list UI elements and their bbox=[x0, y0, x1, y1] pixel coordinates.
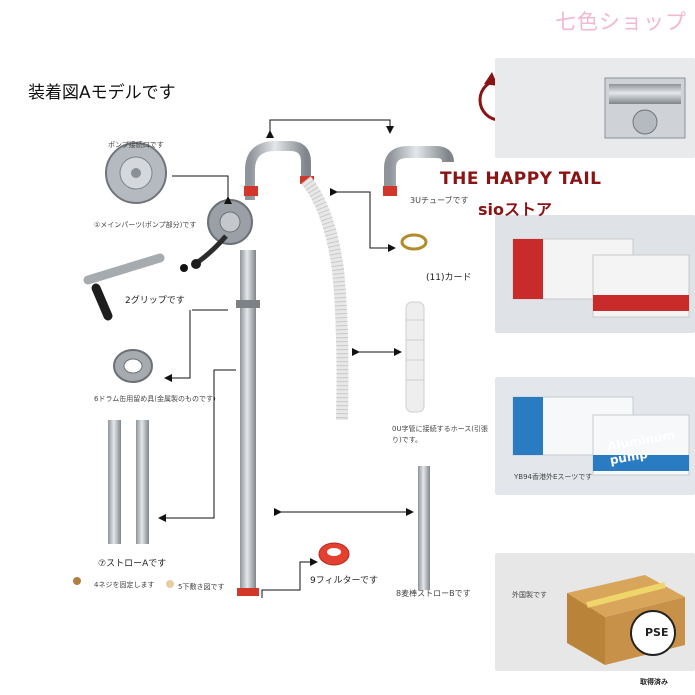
store-name-jp: sioストア bbox=[478, 200, 553, 219]
certified-label: 取得済み bbox=[640, 678, 668, 686]
connector-arrows bbox=[158, 119, 414, 598]
carton-caption: 外国製です bbox=[512, 591, 547, 599]
label-filter: 9フィルターです bbox=[310, 576, 379, 586]
label-straw-a: ⑦ストローAです bbox=[98, 559, 167, 569]
screw-parts bbox=[73, 577, 174, 588]
assembled-pump bbox=[191, 141, 349, 596]
label-screw-washer: 5下敷き図です bbox=[178, 583, 225, 591]
label-hose: 0U字管に接続するホース(引張り)です。 bbox=[392, 425, 488, 444]
hose-part bbox=[405, 301, 425, 413]
filter-part bbox=[318, 542, 350, 566]
label-drum-fitting: 6ドラム缶用留め具(金属製のものです) bbox=[94, 395, 216, 403]
pump-pipe bbox=[240, 250, 256, 590]
product-photo-box-red bbox=[495, 215, 695, 333]
grip-part bbox=[83, 253, 188, 321]
straw-a-part bbox=[108, 420, 149, 544]
pump-connection-part bbox=[105, 142, 167, 204]
box-caption: YB94香港外Eスーツです bbox=[514, 473, 593, 481]
product-photo-carton bbox=[495, 553, 695, 671]
straw-b-part bbox=[418, 466, 430, 590]
label-grip: 2グリップです bbox=[125, 296, 185, 306]
label-straw-b: 8麦棒ストローBです bbox=[396, 589, 471, 598]
drum-fitting-part bbox=[113, 349, 153, 383]
product-photo-pump bbox=[495, 58, 695, 158]
label-screw-fix: 4ネジを固定します bbox=[94, 581, 155, 589]
label-pump-connection: ポンプ接続口です bbox=[108, 141, 164, 149]
page-title: 装着図Aモデルです bbox=[28, 83, 176, 103]
label-card: (11)カード bbox=[426, 273, 472, 283]
label-main-part: ①メインパーツ(ポンプ部分)です bbox=[94, 221, 197, 229]
brand-watermark: 七色ショップ bbox=[555, 10, 687, 34]
label-u-tube: 3Uチューブです bbox=[410, 196, 469, 205]
store-name-en: THE HAPPY TAIL bbox=[440, 169, 602, 189]
u-tube-part bbox=[383, 146, 454, 196]
pump-handle bbox=[196, 234, 228, 265]
card-clip-part bbox=[400, 233, 428, 251]
pse-mark: PSE bbox=[645, 626, 669, 639]
product-photo-box-blue bbox=[495, 377, 695, 495]
